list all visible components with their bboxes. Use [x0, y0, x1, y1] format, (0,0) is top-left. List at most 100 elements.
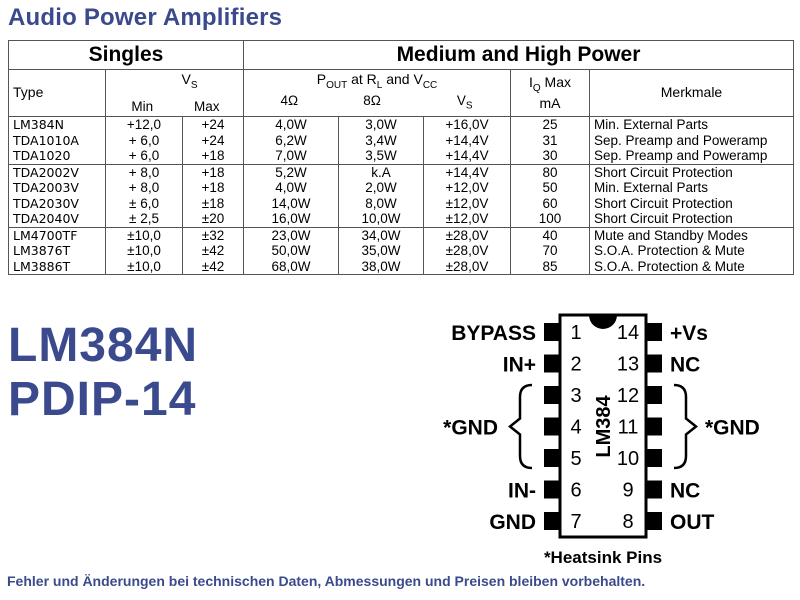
pin-label: OUT: [670, 511, 715, 534]
pin-label: +Vs: [670, 322, 708, 345]
left-group-label: *GND: [443, 417, 498, 440]
cell-p4: 6,2W: [243, 132, 339, 148]
cell-vs: +14,4V: [423, 163, 511, 180]
cell-iq: 31: [510, 132, 590, 148]
cell-max: ±42: [182, 243, 244, 259]
cell-iq: 60: [510, 195, 590, 211]
cell-vs: +12,0V: [423, 180, 511, 196]
col-vs2-sub: S: [465, 100, 473, 112]
col-features: Merkmale: [589, 69, 794, 117]
cell-min: + 6,0: [105, 148, 183, 165]
pin-6: [544, 480, 560, 499]
cell-type: LM3886T: [8, 258, 106, 275]
cell-vs: +16,0V: [423, 116, 511, 133]
pin-11: [646, 417, 662, 436]
pin-number: 5: [570, 448, 581, 470]
col-iq-max: Max: [540, 73, 571, 90]
pin-12: [646, 386, 662, 404]
part-name: LM384N: [8, 319, 199, 372]
pin-number: 4: [570, 417, 581, 439]
col-type: Type: [8, 69, 106, 117]
cell-min: +12,0: [105, 116, 183, 133]
cell-vs: ±28,0V: [423, 243, 511, 259]
cell-p4: 7,0W: [243, 148, 339, 165]
col-pout-mid: at R: [347, 71, 377, 87]
col-pout-sub: OUT: [326, 79, 348, 91]
cell-p8: 3,4W: [338, 132, 424, 148]
pin-label: NC: [670, 354, 700, 377]
cell-iq: 70: [510, 243, 590, 259]
pin-8: [646, 512, 662, 530]
pin-number: 14: [617, 322, 639, 344]
group-header-medium-high: Medium and High Power: [243, 40, 794, 70]
pin-9: [646, 480, 662, 499]
cell-vs: +14,4V: [423, 148, 511, 165]
col-iq-unit: mA: [539, 94, 561, 111]
pin-number: 10: [617, 448, 639, 470]
pin-label: IN+: [503, 354, 536, 377]
cell-iq: 50: [510, 180, 590, 196]
cell-min: ± 6,0: [105, 195, 183, 211]
pin-7: [544, 512, 560, 530]
col-vs: VS Min Max: [105, 69, 244, 117]
col-pout-p: P: [316, 71, 327, 87]
cell-type: TDA1010A: [8, 132, 106, 148]
pin-number: 2: [570, 354, 581, 376]
col-4ohm: 4Ω: [280, 93, 299, 109]
footer-disclaimer: Fehler und Änderungen bei technischen Da…: [7, 573, 646, 589]
right-group-label: *GND: [705, 417, 760, 440]
col-pout: POUT at RL and VCC 4Ω 8Ω VS: [243, 69, 511, 117]
cell-min: + 8,0: [105, 180, 183, 196]
cell-max: +18: [182, 163, 244, 180]
cell-vs: ±12,0V: [423, 195, 511, 211]
cell-iq: 40: [510, 226, 590, 243]
cell-iq: 25: [510, 116, 590, 133]
pin-number: 11: [618, 417, 639, 439]
cell-p4: 68,0W: [243, 258, 339, 275]
cell-type: LM4700TF: [8, 226, 106, 243]
pin-2: [544, 354, 560, 373]
cell-iq: 30: [510, 148, 590, 165]
cell-p8: 10,0W: [338, 211, 424, 228]
cell-min: + 8,0: [105, 163, 183, 180]
right-brace: [673, 383, 699, 470]
col-max: Max: [193, 98, 220, 114]
cell-iq: 100: [510, 211, 590, 228]
cell-p8: 8,0W: [338, 195, 424, 211]
cell-max: ±32: [182, 226, 244, 243]
col-8ohm: 8Ω: [363, 93, 381, 109]
cell-type: TDA1020: [8, 148, 106, 165]
cell-min: ±10,0: [105, 258, 183, 275]
pin-number: 12: [617, 385, 639, 407]
cell-p8: 3,5W: [338, 148, 424, 165]
pin-label: GND: [489, 511, 536, 534]
pin-13: [646, 354, 662, 373]
col-min: Min: [131, 98, 154, 114]
col-vs-sub: S: [190, 79, 198, 91]
cell-p4: 4,0W: [243, 116, 339, 133]
pin-label: NC: [670, 480, 700, 503]
group-header-singles: Singles: [8, 40, 244, 70]
heatsink-note: *Heatsink Pins: [544, 548, 662, 567]
cell-type: LM3876T: [8, 243, 106, 259]
cell-p8: 38,0W: [338, 258, 424, 275]
cell-iq: 80: [510, 163, 590, 180]
col-iq: IQ Max mA: [510, 69, 590, 117]
cell-max: +24: [182, 116, 244, 133]
pin-label: IN-: [508, 480, 536, 503]
cell-p4: 5,2W: [243, 163, 339, 180]
col-iq-i: I: [528, 73, 533, 90]
cell-type: TDA2003V: [8, 180, 106, 196]
cell-iq: 85: [510, 258, 590, 275]
cell-p8: 35,0W: [338, 243, 424, 259]
package-name: PDIP-14: [8, 373, 197, 426]
cell-max: +24: [182, 132, 244, 148]
pin-number: 13: [617, 354, 639, 376]
